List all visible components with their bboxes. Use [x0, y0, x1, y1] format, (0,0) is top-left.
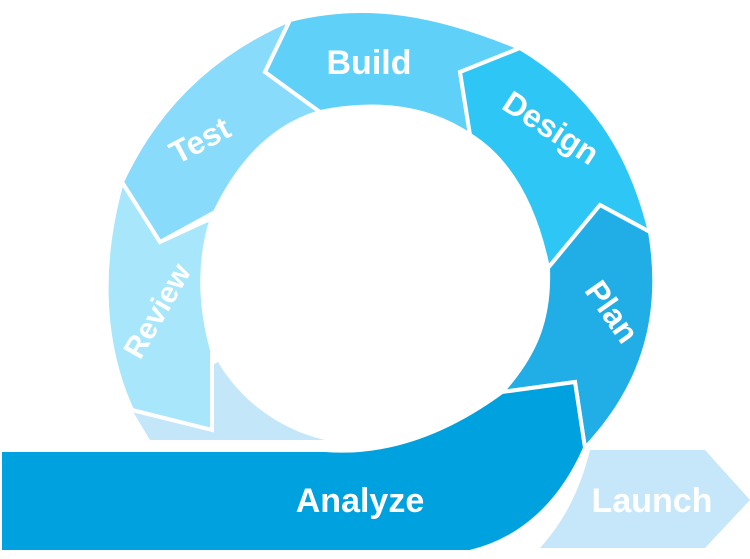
launch-label: Launch: [592, 482, 713, 520]
launch-arrow: [540, 450, 750, 548]
analyze-label: Analyze: [296, 482, 425, 520]
review-segment: [104, 177, 216, 433]
analyze-segment: [0, 379, 588, 554]
build-label: Build: [327, 44, 412, 82]
